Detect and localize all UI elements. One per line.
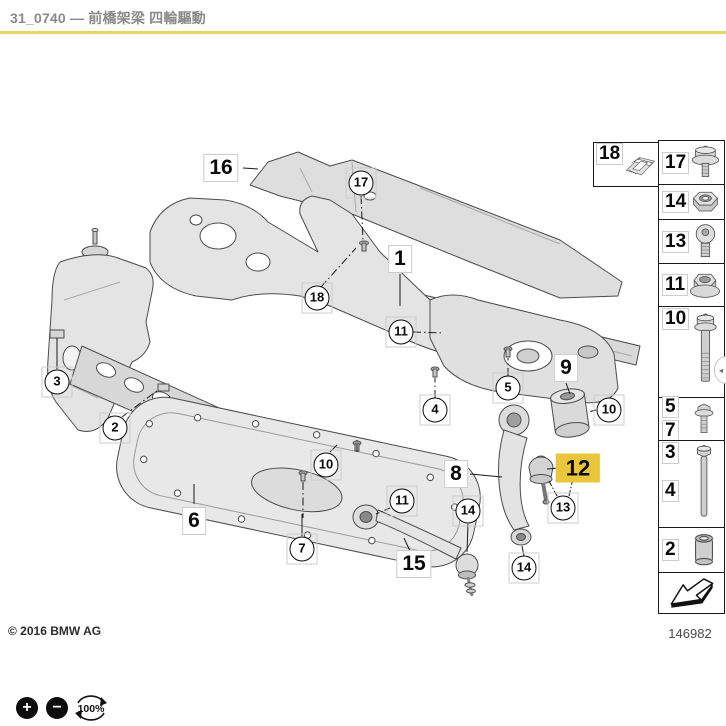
callout-11-upper[interactable]: 11: [385, 316, 417, 348]
callout-label: 14: [511, 555, 537, 581]
callout-15[interactable]: 15: [396, 550, 432, 578]
part-number[interactable]: 4: [662, 480, 679, 502]
callout-label: 12: [565, 455, 591, 481]
part-number[interactable]: 7: [662, 420, 679, 442]
callout-16[interactable]: 16: [203, 154, 239, 182]
part-number[interactable]: 18: [596, 143, 624, 165]
part-number[interactable]: 10: [662, 308, 690, 330]
zoom-out-button[interactable]: −: [46, 697, 68, 719]
part-number[interactable]: 17: [662, 151, 690, 174]
sidebar-cell-11[interactable]: 11: [658, 263, 725, 307]
cage-clip-icon: [623, 147, 658, 183]
callout-label: 2: [102, 415, 128, 441]
callout-1[interactable]: 1: [388, 245, 412, 273]
sidebar-cell-14[interactable]: 14: [658, 184, 725, 220]
callout-10-left[interactable]: 10: [310, 449, 342, 481]
callout-12-highlighted[interactable]: 12: [555, 453, 601, 483]
bolt-washer-icon: [689, 144, 722, 181]
callout-3[interactable]: 3: [41, 366, 73, 398]
part-number[interactable]: 13: [662, 230, 690, 253]
short-bolt-icon: [686, 401, 722, 437]
sidebar-cell-2[interactable]: 2: [658, 527, 725, 573]
callout-label: 15: [402, 552, 426, 575]
zoom-reset-button[interactable]: 100%: [71, 694, 111, 722]
callout-label: 7: [289, 536, 315, 562]
callout-label: 10: [313, 452, 339, 478]
direction-arrow-icon: [665, 576, 719, 610]
callout-label: 3: [44, 369, 70, 395]
callout-7[interactable]: 7: [286, 533, 318, 565]
callout-4[interactable]: 4: [419, 394, 451, 426]
sidebar-cell-17[interactable]: 17: [658, 140, 725, 185]
part-number[interactable]: 11: [662, 274, 689, 296]
callout-label: 16: [209, 156, 233, 179]
hex-nut-icon: [689, 188, 722, 216]
zoom-in-button[interactable]: +: [16, 697, 38, 719]
header-rule: [0, 31, 726, 34]
page-title: 31_0740 — 前橋架梁 四輪驅動: [10, 10, 206, 26]
callout-label: 6: [188, 509, 200, 532]
callout-10-right[interactable]: 10: [593, 394, 625, 426]
callout-17[interactable]: 17: [345, 167, 377, 199]
callout-14-mid[interactable]: 14: [452, 495, 484, 527]
callout-label: 11: [389, 488, 415, 514]
callout-label: 10: [596, 397, 622, 423]
callout-18[interactable]: 18: [301, 282, 333, 314]
svg-text:100%: 100%: [78, 703, 106, 715]
reset-zoom-arrows-icon: 100%: [75, 695, 107, 721]
callout-14-bottom[interactable]: 14: [508, 552, 540, 584]
diagram-sheet-number: 146982: [668, 626, 712, 641]
sidebar-cell-18[interactable]: 18: [593, 142, 659, 187]
callout-label: 5: [495, 375, 521, 401]
callout-label: 14: [455, 498, 481, 524]
callout-label: 4: [422, 397, 448, 423]
callout-9[interactable]: 9: [554, 354, 578, 382]
callout-label: 9: [560, 356, 572, 379]
copyright-notice: © 2016 BMW AG: [8, 624, 102, 638]
callout-11-lower[interactable]: 11: [386, 485, 418, 517]
button-screw-icon: [689, 223, 722, 260]
callout-label: 18: [304, 285, 330, 311]
part-number[interactable]: 14: [662, 191, 690, 213]
collapse-arrow-icon: ◂: [718, 365, 723, 375]
sidebar-cell-10[interactable]: 10: [658, 306, 725, 398]
callout-label: 11: [388, 319, 414, 345]
part-number[interactable]: 3: [662, 442, 679, 464]
callout-2[interactable]: 2: [99, 412, 131, 444]
callout-8[interactable]: 8: [444, 460, 468, 488]
callout-5[interactable]: 5: [492, 372, 524, 404]
callout-13[interactable]: 13: [547, 492, 579, 524]
rivet-nut-icon: [686, 531, 722, 569]
part-number[interactable]: 2: [662, 539, 679, 561]
sidebar-cell-13[interactable]: 13: [658, 219, 725, 264]
flange-nut-icon: [688, 267, 722, 303]
callout-label: 13: [550, 495, 576, 521]
callout-label: 17: [348, 170, 374, 196]
part-number[interactable]: 5: [662, 396, 679, 418]
callout-label: 8: [450, 462, 462, 485]
stud-bolt-icon: [686, 442, 722, 522]
sidebar-cell-arrow[interactable]: [658, 572, 725, 614]
callout-label: 1: [394, 247, 406, 270]
callout-6[interactable]: 6: [182, 507, 206, 535]
